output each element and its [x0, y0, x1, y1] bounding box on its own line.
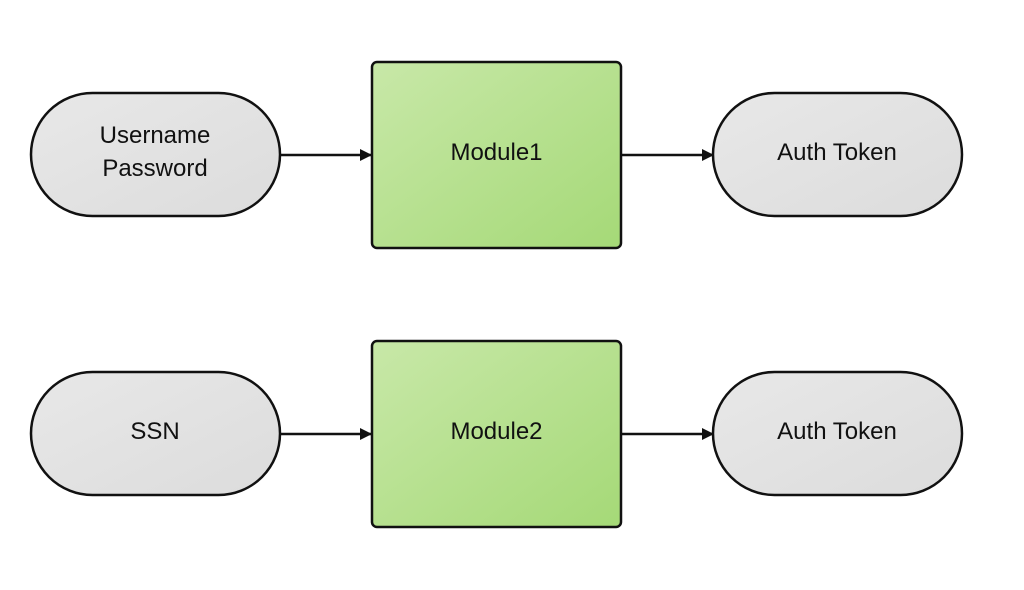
output-terminal-1: Auth Token	[711, 91, 964, 218]
output-terminal-2: Auth Token	[711, 370, 964, 497]
module-box-1: Module1	[370, 60, 623, 250]
output-label: Auth Token	[777, 139, 897, 166]
input-label-line-1: SSN	[130, 418, 179, 445]
module-box-2: Module2	[370, 339, 623, 529]
flow-row-2: SSN Module2 Auth Token	[29, 339, 964, 529]
input-terminal-1: Username Password	[29, 91, 282, 218]
output-label: Auth Token	[777, 418, 897, 445]
input-label-line-2: Password	[102, 155, 207, 182]
input-terminal-2: SSN	[29, 370, 282, 497]
output-terminal-shape	[711, 91, 964, 218]
input-label-line-1: Username	[100, 122, 211, 149]
flow-row-1: Username Password Module1 Auth Token	[29, 60, 964, 250]
output-terminal-shape	[711, 370, 964, 497]
module-label: Module1	[450, 139, 542, 166]
module-label: Module2	[450, 418, 542, 445]
